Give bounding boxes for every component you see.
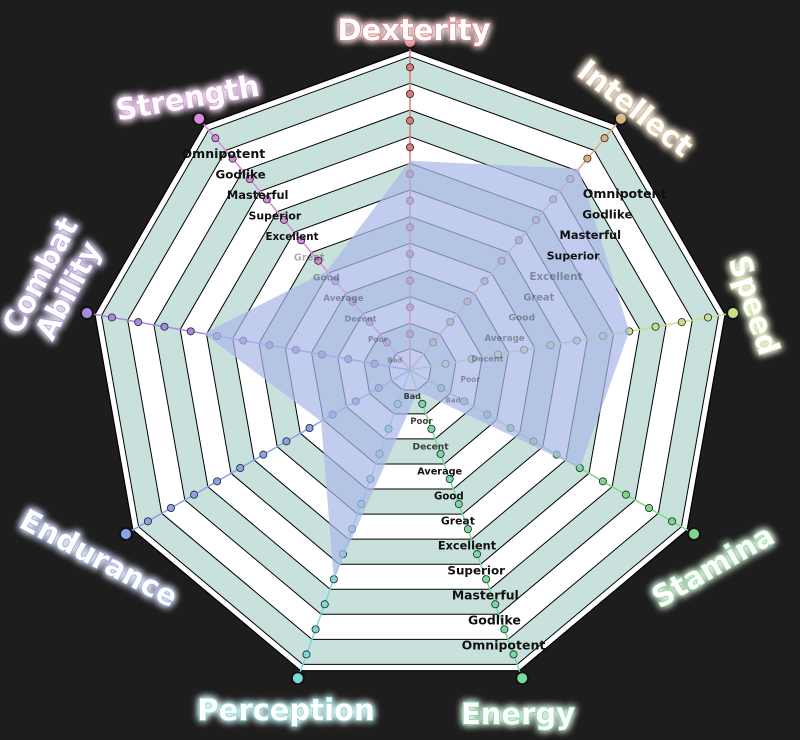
label-intellect-7: Superior bbox=[547, 249, 600, 262]
label-intellect-2: Decent bbox=[471, 354, 503, 364]
axis-end-dot bbox=[290, 671, 305, 686]
label-strength-4: Good bbox=[313, 273, 340, 284]
axis-dot bbox=[405, 143, 414, 152]
axis-dot bbox=[668, 517, 677, 526]
label-intellect-6: Excellent bbox=[529, 271, 582, 283]
axis-dot bbox=[500, 625, 509, 634]
axis-title-2: Speed bbox=[722, 252, 786, 359]
axis-dot bbox=[297, 236, 306, 245]
axis-title-4: Energy bbox=[461, 697, 575, 731]
label-strength-0: Bad bbox=[387, 356, 402, 364]
axis-dot bbox=[621, 490, 630, 499]
axis-dot bbox=[186, 327, 195, 336]
label-energy-3: Average bbox=[417, 466, 462, 477]
axis-dot bbox=[645, 503, 654, 512]
axis-dot bbox=[166, 503, 175, 512]
label-energy-10: Omnipotent bbox=[462, 638, 546, 653]
level-labels: BadPoorDecentAverageGoodGreatExcellentSu… bbox=[182, 146, 667, 653]
label-energy-0: Bad bbox=[404, 392, 421, 401]
axis-dot bbox=[436, 449, 445, 458]
axis-dot bbox=[107, 313, 116, 322]
label-intellect-1: Poor bbox=[461, 375, 481, 384]
label-energy-1: Poor bbox=[410, 417, 433, 427]
axis-dot bbox=[473, 550, 482, 559]
axis-end-dot bbox=[192, 111, 207, 126]
axis-end-dot bbox=[726, 306, 741, 321]
axis-title-5: Perception bbox=[197, 693, 374, 727]
label-intellect-10: Omnipotent bbox=[583, 186, 667, 201]
axis-dot bbox=[454, 500, 463, 509]
label-intellect-5: Great bbox=[523, 292, 554, 303]
series-polygon bbox=[203, 160, 630, 580]
axis-dot bbox=[491, 600, 500, 609]
label-intellect-4: Good bbox=[508, 313, 535, 324]
label-energy-9: Godlike bbox=[468, 613, 521, 628]
axis-end-dot bbox=[118, 527, 133, 541]
label-intellect-9: Godlike bbox=[582, 208, 632, 222]
axis-dot bbox=[445, 475, 454, 484]
axis-dot bbox=[418, 399, 427, 408]
axis-end-dot bbox=[687, 527, 702, 541]
axis-dot bbox=[600, 134, 609, 143]
axis-dot bbox=[302, 650, 311, 659]
radar-series bbox=[203, 160, 630, 580]
axis-dot bbox=[259, 450, 268, 459]
label-strength-2: Decent bbox=[345, 314, 377, 324]
axis-dot bbox=[651, 322, 660, 331]
label-strength-9: Godlike bbox=[215, 168, 265, 182]
axis-title-7: CombatAbility bbox=[0, 212, 113, 354]
axis-dot bbox=[280, 215, 289, 224]
axis-dot bbox=[160, 322, 169, 331]
axis-dot bbox=[262, 195, 271, 204]
label-strength-7: Superior bbox=[249, 209, 302, 222]
axis-dot bbox=[583, 154, 592, 163]
axis-dot bbox=[190, 490, 199, 499]
label-strength-5: Great bbox=[294, 252, 325, 263]
axis-dot bbox=[320, 600, 329, 609]
axis-dot bbox=[598, 477, 607, 486]
axis-dot bbox=[311, 625, 320, 634]
label-strength-6: Excellent bbox=[265, 231, 318, 243]
axis-dot bbox=[405, 90, 414, 99]
axis-dot bbox=[305, 423, 314, 432]
label-energy-8: Masterful bbox=[452, 588, 519, 603]
axis-dot bbox=[228, 154, 237, 163]
axis-end-dot bbox=[403, 35, 417, 49]
label-strength-3: Average bbox=[323, 294, 363, 304]
label-strength-1: Poor bbox=[368, 335, 388, 344]
label-energy-4: Good bbox=[434, 491, 464, 502]
axis-dot bbox=[463, 525, 472, 534]
axis-dot bbox=[134, 318, 143, 327]
axis-dot bbox=[211, 134, 220, 143]
axis-end-dot bbox=[79, 306, 94, 321]
axis-dot bbox=[427, 424, 436, 433]
axis-dot bbox=[143, 517, 152, 526]
label-energy-5: Great bbox=[441, 515, 475, 528]
label-energy-2: Decent bbox=[413, 442, 450, 452]
axis-dot bbox=[677, 318, 686, 327]
axis-end-dot bbox=[613, 111, 628, 126]
axis-dot bbox=[213, 477, 222, 486]
label-energy-7: Superior bbox=[447, 564, 505, 578]
axis-dot bbox=[704, 313, 713, 322]
axis-title-0: Dexterity bbox=[338, 13, 491, 47]
axis-dot bbox=[282, 437, 291, 446]
label-intellect-8: Masterful bbox=[560, 228, 622, 242]
label-strength-10: Omnipotent bbox=[182, 146, 266, 161]
axis-dot bbox=[405, 116, 414, 125]
label-intellect-0: Bad bbox=[446, 396, 461, 404]
axis-dot bbox=[405, 63, 414, 72]
axis-end-dot bbox=[515, 671, 530, 686]
label-strength-8: Masterful bbox=[227, 188, 289, 202]
axis-dot bbox=[509, 650, 518, 659]
axis-dot bbox=[314, 256, 323, 265]
axis-dot bbox=[236, 463, 245, 472]
axis-dot bbox=[482, 575, 491, 584]
axis-dot bbox=[245, 174, 254, 183]
label-intellect-3: Average bbox=[484, 334, 524, 344]
label-energy-6: Excellent bbox=[438, 540, 497, 553]
